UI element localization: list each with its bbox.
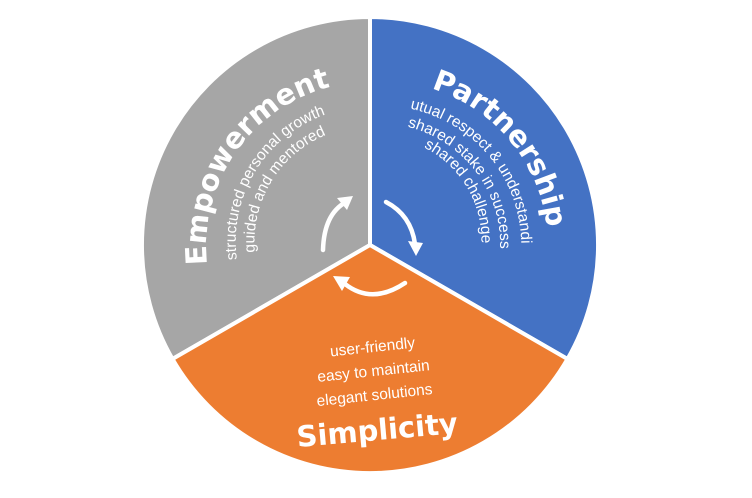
segment-simplicity [169,242,571,476]
cycle-arrow-icon [320,196,353,253]
segment-partnership [368,14,600,362]
cycle-arrow-icon [333,276,408,297]
segment-empowerment [140,14,372,362]
cycle-arrow-icon [383,199,423,256]
